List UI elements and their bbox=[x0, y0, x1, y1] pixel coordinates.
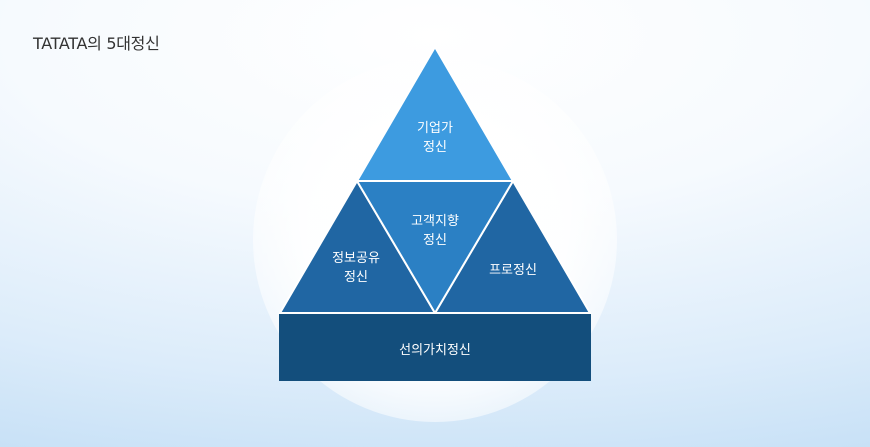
page-title: TATATA의 5대정신 bbox=[33, 34, 160, 53]
segment-left-label-line2: 정신 bbox=[344, 270, 368, 285]
segment-center-label-line2: 정신 bbox=[423, 233, 447, 248]
segment-right-label: 프로정신 bbox=[489, 263, 537, 278]
segment-base-rectangle bbox=[279, 314, 591, 381]
segment-top-triangle bbox=[355, 45, 515, 182]
segment-center-label-line1: 고객지향 bbox=[411, 214, 459, 229]
segment-top-label-line1: 기업가 bbox=[417, 121, 453, 136]
segment-top-label-line2: 정신 bbox=[423, 140, 447, 155]
segment-base-label: 선의가치정신 bbox=[399, 343, 471, 358]
segment-left-label-line1: 정보공유 bbox=[332, 251, 380, 266]
